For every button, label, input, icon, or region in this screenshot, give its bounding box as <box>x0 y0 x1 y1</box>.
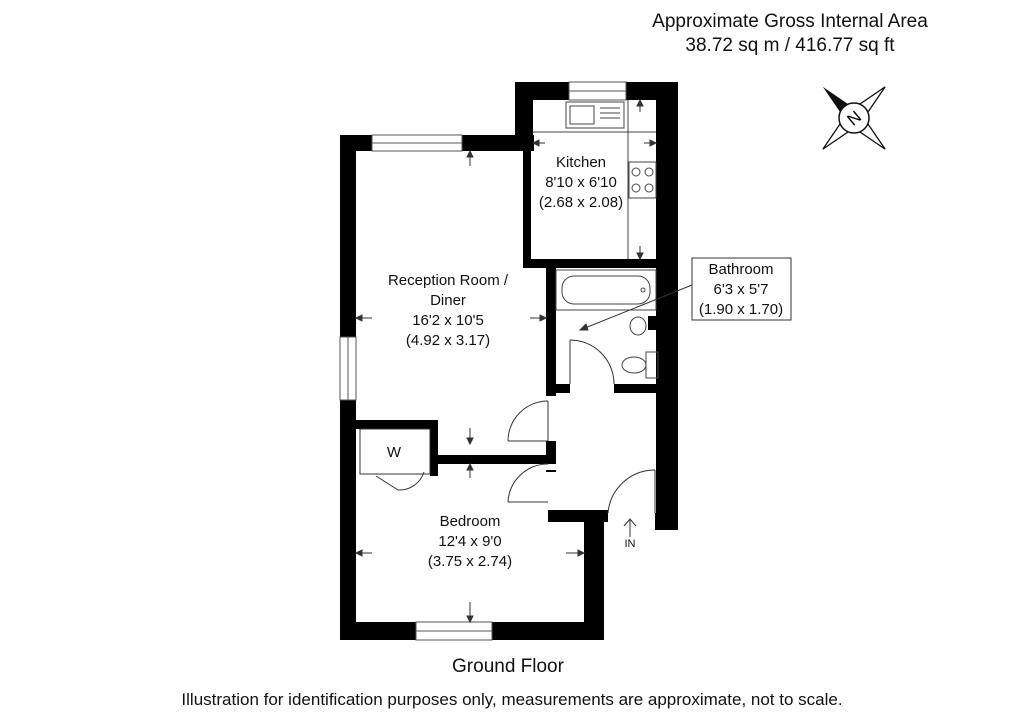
reception-name-line2: Diner <box>430 292 466 309</box>
kitchen-imperial: 8'10 x 6'10 <box>545 174 617 191</box>
walls <box>340 82 678 640</box>
bathroom-metric: (1.90 x 1.70) <box>699 301 783 318</box>
bedroom-metric: (3.75 x 2.74) <box>428 553 512 570</box>
reception-label: Reception Room / Diner 16'2 x 10'5 (4.92… <box>388 272 509 349</box>
wardrobe-label: W <box>387 444 402 461</box>
reception-name-line1: Reception Room / <box>388 272 509 289</box>
windows <box>339 81 627 641</box>
toilet-icon <box>621 356 647 374</box>
disclaimer: Illustration for identification purposes… <box>181 690 843 709</box>
bedroom-name: Bedroom <box>440 513 501 530</box>
dimension-arrows <box>354 98 693 624</box>
bedroom-imperial: 12'4 x 9'0 <box>438 533 501 550</box>
area-value: 38.72 sq m / 416.77 sq ft <box>685 35 895 56</box>
area-title: Approximate Gross Internal Area <box>652 11 928 32</box>
kitchen-name: Kitchen <box>556 154 606 171</box>
north-compass-icon: N <box>822 86 886 150</box>
doors <box>359 339 656 514</box>
bathroom-name: Bathroom <box>708 261 773 278</box>
reception-metric: (4.92 x 3.17) <box>406 332 490 349</box>
kitchen-metric: (2.68 x 2.08) <box>539 194 623 211</box>
bathroom-label: Bathroom 6'3 x 5'7 (1.90 x 1.70) <box>699 261 783 318</box>
reception-imperial: 16'2 x 10'5 <box>412 312 484 329</box>
bathroom-imperial: 6'3 x 5'7 <box>714 281 769 298</box>
basin-icon <box>629 316 647 336</box>
bathroom-fixtures <box>555 269 659 379</box>
wardrobe-outline <box>359 428 431 475</box>
bedroom-label: Bedroom 12'4 x 9'0 (3.75 x 2.74) <box>428 513 512 570</box>
kitchen-fixtures <box>533 100 657 259</box>
kitchen-label: Kitchen 8'10 x 6'10 (2.68 x 2.08) <box>539 154 623 211</box>
hob-icon <box>628 161 657 199</box>
bathroom-callout-box <box>691 257 792 321</box>
floor-label: Ground Floor <box>452 656 564 677</box>
entrance-label: IN <box>625 538 636 550</box>
sink-icon <box>565 101 625 129</box>
area-summary: Approximate Gross Internal Area 38.72 sq… <box>560 10 1020 58</box>
